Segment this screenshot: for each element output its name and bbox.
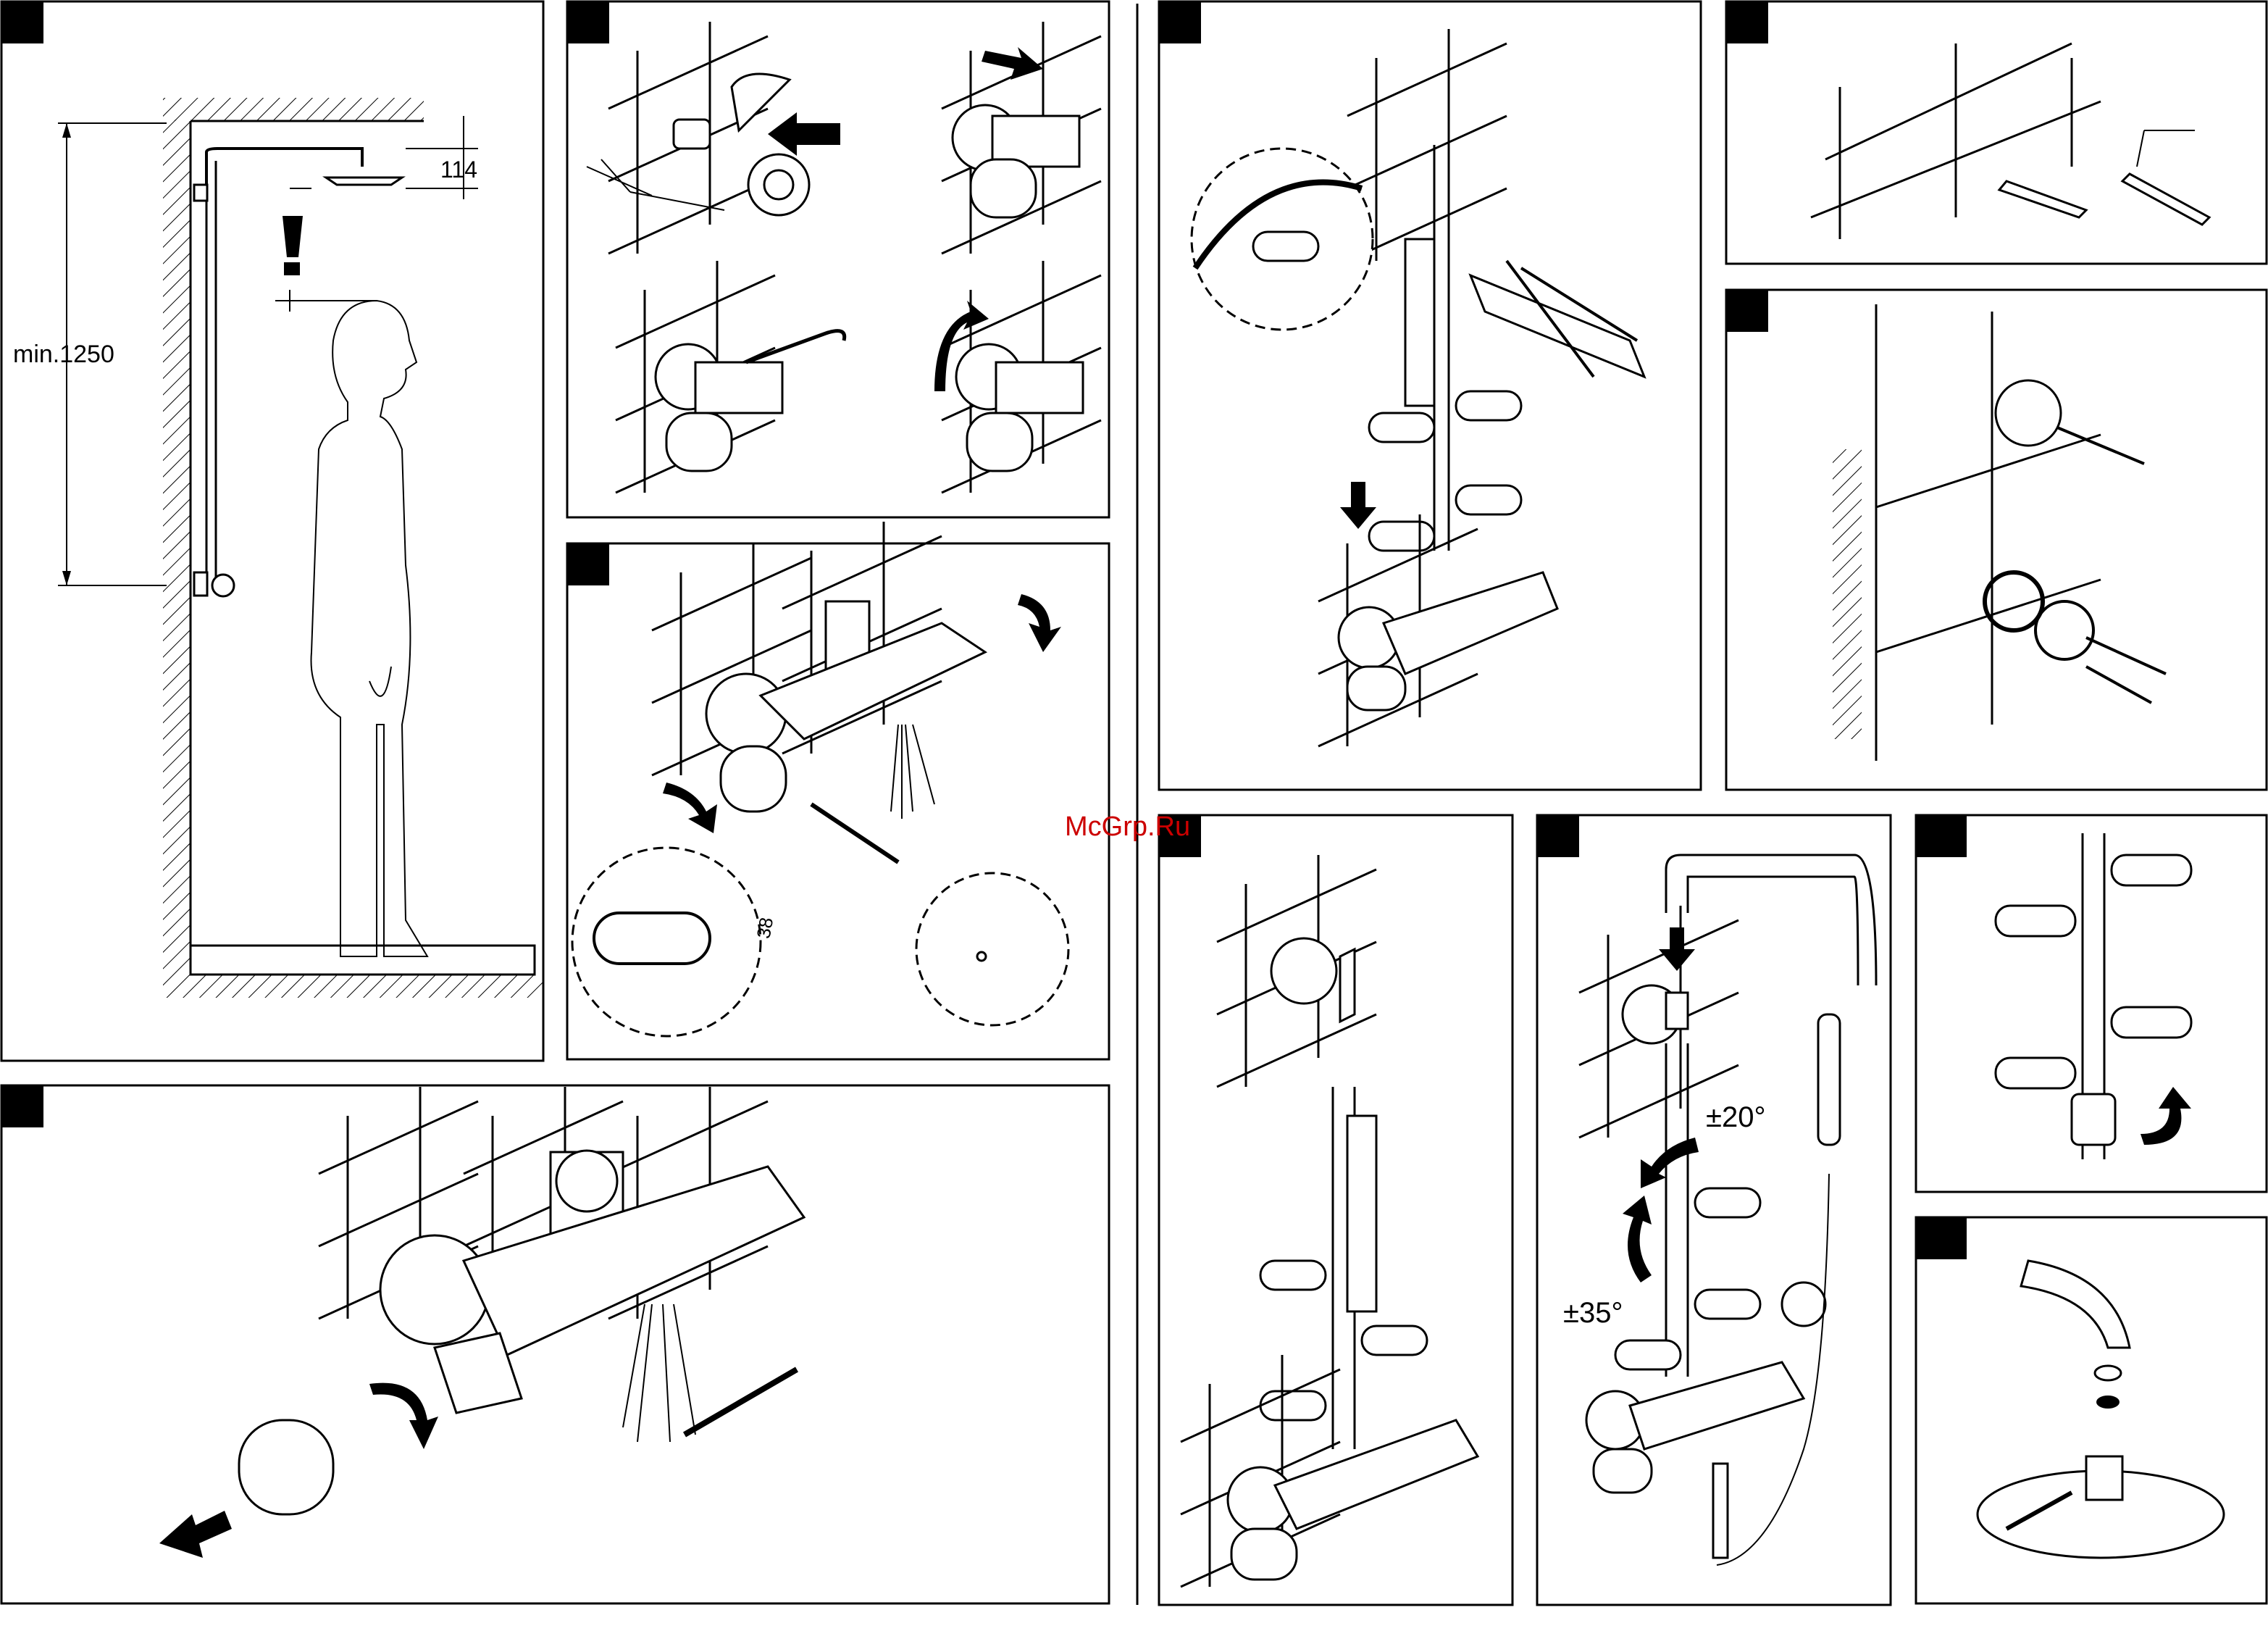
curved-rotate-arrow-icon <box>1018 594 1061 652</box>
panel-head-shower <box>1916 1217 2267 1603</box>
step-tab <box>1 1085 43 1127</box>
panel-temperature-calibration: 38 <box>567 522 1109 1059</box>
swivel-lower-angle-label: ±35° <box>1563 1297 1623 1329</box>
step-tab <box>567 543 609 585</box>
filled-arrow-icon <box>1659 927 1695 971</box>
min-height-label: min.1250 <box>13 341 114 368</box>
panel-cartridge-exchange <box>1 1085 1109 1603</box>
panel-swivel-adjustment: ±20° ±35° <box>1537 815 1891 1605</box>
filled-arrow-icon <box>982 47 1043 80</box>
step-tab <box>1 1 43 43</box>
panel-drilling <box>1726 1 2267 264</box>
filled-arrow-icon <box>1340 482 1376 529</box>
curved-rotate-arrow-icon <box>1623 1196 1652 1282</box>
dial-temperature-label: 38 <box>753 916 778 940</box>
step-tab <box>1726 1 1768 43</box>
panel-column-mounting <box>1159 815 1512 1605</box>
step-tab <box>1916 815 1967 857</box>
head-offset-label: 114 <box>440 157 477 183</box>
panel-column-disassembly <box>1159 1 1701 790</box>
step-tab <box>567 1 609 43</box>
panel-wall-brackets <box>1726 290 2267 790</box>
curved-rotate-arrow-icon <box>369 1383 438 1449</box>
watermark: McGrp.Ru <box>1065 812 1190 842</box>
detail-marker-zoom <box>916 873 1068 1025</box>
panel-handle-removal <box>567 1 1109 517</box>
panel-hand-shower-rotation <box>1916 815 2267 1192</box>
step-tab <box>1537 815 1579 857</box>
step-tab <box>1159 1 1201 43</box>
filled-arrow-icon <box>768 112 840 156</box>
curved-rotate-arrow-icon <box>663 783 717 833</box>
swivel-upper-angle-label: ±20° <box>1706 1101 1765 1133</box>
exclamation-warning-icon <box>283 216 303 275</box>
person-silhouette <box>311 301 428 956</box>
curved-rotate-arrow-icon <box>2141 1087 2191 1145</box>
step-tab <box>1726 290 1768 332</box>
curved-rotate-arrow-icon <box>1641 1138 1699 1188</box>
step-tab <box>1916 1217 1967 1259</box>
panel-height-diagram: min.1250 114 <box>1 1 543 1061</box>
filled-arrow-icon <box>159 1511 232 1558</box>
